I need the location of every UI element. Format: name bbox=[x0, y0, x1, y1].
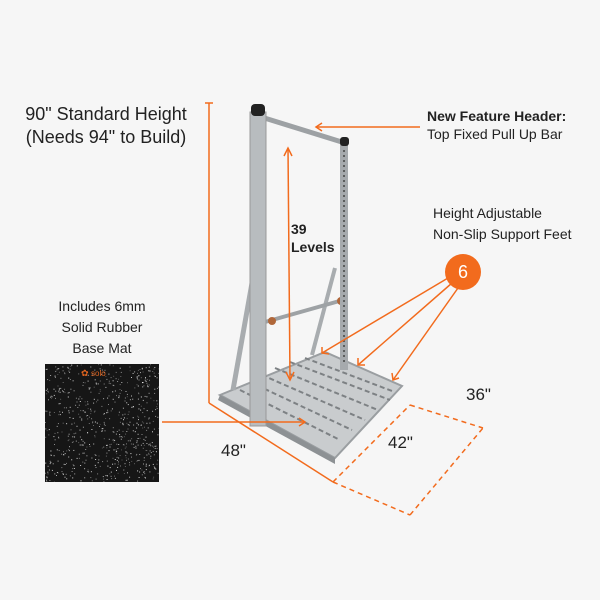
left-brace bbox=[230, 282, 255, 391]
mat-speckle bbox=[45, 364, 159, 482]
levels-annotation: 39 Levels bbox=[291, 221, 335, 256]
mat-line-1: Includes 6mm bbox=[58, 298, 146, 314]
dimension-lines bbox=[162, 102, 484, 516]
levels-count: 39 bbox=[291, 221, 307, 237]
mat-line-3: Base Mat bbox=[72, 340, 132, 356]
base-platform bbox=[217, 350, 404, 460]
feet-count-badge: 6 bbox=[445, 254, 481, 290]
outer-depth-dimension: 36" bbox=[466, 385, 491, 404]
left-post bbox=[249, 111, 267, 427]
feet-line-1: Height Adjustable bbox=[433, 205, 542, 221]
mat-logo: ✿ solo bbox=[81, 368, 106, 378]
rubber-mat-image: ✿ solo bbox=[45, 364, 159, 482]
feet-annotation: Height Adjustable Non-Slip Support Feet bbox=[433, 203, 572, 245]
feature-subtitle: Top Fixed Pull Up Bar bbox=[427, 125, 563, 142]
height-line-1: 90" Standard Height bbox=[25, 104, 187, 124]
levels-label: Levels bbox=[291, 238, 335, 255]
feature-annotation: New Feature Header: Top Fixed Pull Up Ba… bbox=[427, 108, 566, 143]
right-brace bbox=[310, 267, 337, 356]
feature-title: New Feature Header: bbox=[427, 108, 567, 124]
depth-dimension: 42" bbox=[388, 433, 413, 452]
width-dimension: 48" bbox=[221, 441, 246, 460]
pull-up-bar bbox=[257, 113, 346, 146]
rack-frame bbox=[217, 104, 404, 464]
base-platform-edge bbox=[218, 395, 335, 464]
lower-bar bbox=[264, 298, 344, 324]
mat-annotation: Includes 6mm Solid Rubber Base Mat bbox=[40, 296, 164, 359]
feet-line-2: Non-Slip Support Feet bbox=[433, 226, 572, 242]
height-annotation: 90" Standard Height (Needs 94" to Build) bbox=[18, 103, 194, 148]
mat-line-2: Solid Rubber bbox=[61, 319, 143, 335]
height-line-2: (Needs 94" to Build) bbox=[25, 126, 187, 147]
